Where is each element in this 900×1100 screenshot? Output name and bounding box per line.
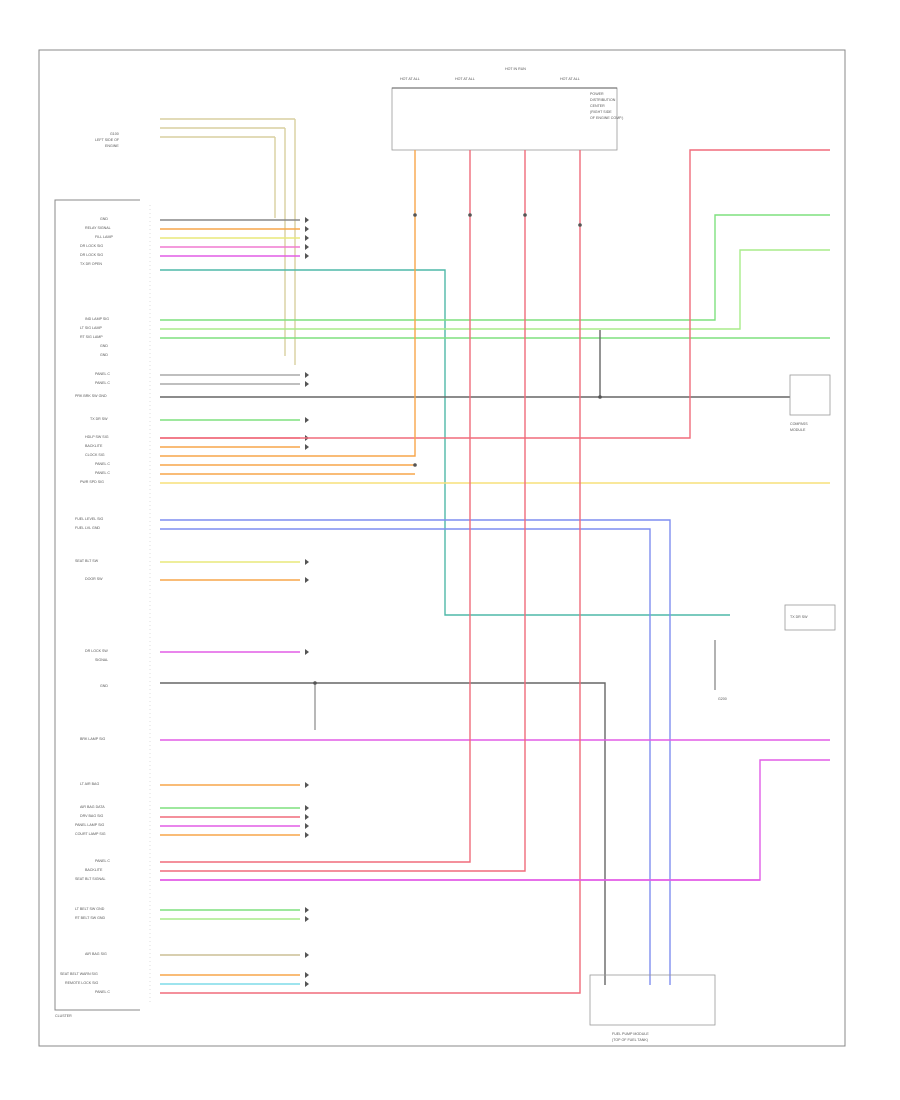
- connector-label: CLUSTER: [55, 1014, 72, 1018]
- svg-text:IND LAMP SIG: IND LAMP SIG: [85, 317, 109, 321]
- svg-text:TX DR OPEN: TX DR OPEN: [80, 262, 102, 266]
- svg-text:G200: G200: [718, 697, 727, 701]
- svg-text:AIR BAG DATA: AIR BAG DATA: [80, 805, 105, 809]
- svg-text:CENTER: CENTER: [590, 104, 605, 108]
- svg-text:CLOCK SIG: CLOCK SIG: [85, 453, 105, 457]
- stub-wires: [160, 217, 309, 987]
- svg-text:PANEL C: PANEL C: [95, 372, 110, 376]
- svg-text:AIR BAG SIG: AIR BAG SIG: [85, 952, 107, 956]
- svg-text:HOT AT ALL: HOT AT ALL: [560, 77, 580, 81]
- svg-text:COMPASS: COMPASS: [790, 422, 808, 426]
- fuse-box-top: HOT AT ALL HOT AT ALL HOT IN RUN HOT AT …: [391, 67, 623, 151]
- svg-text:GND: GND: [100, 684, 108, 688]
- right-components: COMPASS MODULE TX DR SW G200: [714, 374, 836, 701]
- svg-text:(RIGHT SIDE: (RIGHT SIDE: [590, 110, 612, 114]
- svg-text:REMOTE LOCK SIG: REMOTE LOCK SIG: [65, 981, 99, 985]
- svg-text:DOOR SW: DOOR SW: [85, 577, 103, 581]
- svg-text:LT BELT SW GND: LT BELT SW GND: [75, 907, 105, 911]
- svg-text:HOT AT ALL: HOT AT ALL: [400, 77, 420, 81]
- svg-text:PANEL C: PANEL C: [95, 381, 110, 385]
- svg-text:GND: GND: [100, 344, 108, 348]
- svg-text:RELAY SIGNAL: RELAY SIGNAL: [85, 226, 111, 230]
- cluster-connector: CLUSTER: [54, 199, 140, 1018]
- svg-text:SIGNAL: SIGNAL: [95, 658, 108, 662]
- svg-text:TX DR SW: TX DR SW: [790, 615, 808, 619]
- svg-text:LEFT SIDE OF: LEFT SIDE OF: [95, 138, 120, 142]
- svg-text:SEAT BLT SW: SEAT BLT SW: [75, 559, 99, 563]
- svg-text:COURT LAMP SIG: COURT LAMP SIG: [75, 832, 106, 836]
- long-wires: [160, 149, 830, 994]
- svg-text:FUEL LVL GND: FUEL LVL GND: [75, 526, 100, 530]
- svg-text:FILL LAMP: FILL LAMP: [95, 235, 113, 239]
- svg-text:HDLP SW SIG: HDLP SW SIG: [85, 435, 109, 439]
- svg-text:PANEL C: PANEL C: [95, 471, 110, 475]
- svg-text:PANEL C: PANEL C: [95, 990, 110, 994]
- svg-text:(TOP OF FUEL TANK): (TOP OF FUEL TANK): [612, 1038, 648, 1042]
- svg-text:LT AIR BAG: LT AIR BAG: [80, 782, 99, 786]
- splices: [313, 213, 602, 685]
- svg-text:PWR SPD SIG: PWR SPD SIG: [80, 480, 104, 484]
- svg-text:LT SIG LAMP: LT SIG LAMP: [80, 326, 102, 330]
- svg-text:BRK LAMP SIG: BRK LAMP SIG: [80, 737, 106, 741]
- svg-text:RT SIG LAMP: RT SIG LAMP: [80, 335, 103, 339]
- svg-text:BACKLITE: BACKLITE: [85, 444, 103, 448]
- svg-text:DR LOCK SW: DR LOCK SW: [85, 649, 108, 653]
- svg-text:PRK BRK SW GND: PRK BRK SW GND: [75, 394, 107, 398]
- svg-text:ENGINE: ENGINE: [105, 144, 119, 148]
- svg-text:BACKLITE: BACKLITE: [85, 868, 103, 872]
- svg-text:PANEL C: PANEL C: [95, 859, 110, 863]
- svg-text:DR LOCK SIG: DR LOCK SIG: [80, 253, 103, 257]
- svg-text:GND: GND: [100, 217, 108, 221]
- svg-text:HOT AT ALL: HOT AT ALL: [455, 77, 475, 81]
- ground-connector-left: G100 LEFT SIDE OF ENGINE: [95, 118, 296, 365]
- svg-text:MODULE: MODULE: [790, 428, 806, 432]
- svg-text:HOT IN RUN: HOT IN RUN: [505, 67, 526, 71]
- svg-text:PANEL C: PANEL C: [95, 462, 110, 466]
- svg-text:TX DR SW: TX DR SW: [90, 417, 108, 421]
- pin-labels: GND RELAY SIGNAL FILL LAMP DR LOCK SIG D…: [60, 217, 113, 994]
- svg-text:PANEL LAMP SIG: PANEL LAMP SIG: [75, 823, 104, 827]
- svg-text:GND: GND: [100, 353, 108, 357]
- svg-text:OF ENGINE COMP.): OF ENGINE COMP.): [590, 116, 623, 120]
- svg-text:POWER: POWER: [590, 92, 604, 96]
- svg-text:RT BELT SW GND: RT BELT SW GND: [75, 916, 105, 920]
- svg-text:SEAT BELT WARN SIG: SEAT BELT WARN SIG: [60, 972, 98, 976]
- fuel-pump-module: FUEL PUMP MODULE (TOP OF FUEL TANK): [589, 974, 716, 1042]
- diagram-frame: [38, 49, 846, 1047]
- svg-text:SEAT BLT SIGNAL: SEAT BLT SIGNAL: [75, 877, 106, 881]
- svg-text:FUEL PUMP MODULE: FUEL PUMP MODULE: [612, 1032, 649, 1036]
- svg-text:DR LOCK SIG: DR LOCK SIG: [80, 244, 103, 248]
- svg-text:FUEL LEVEL SIG: FUEL LEVEL SIG: [75, 517, 103, 521]
- svg-text:DISTRIBUTION: DISTRIBUTION: [590, 98, 616, 102]
- svg-text:G100: G100: [110, 132, 119, 136]
- svg-text:DRV BAG SIG: DRV BAG SIG: [80, 814, 104, 818]
